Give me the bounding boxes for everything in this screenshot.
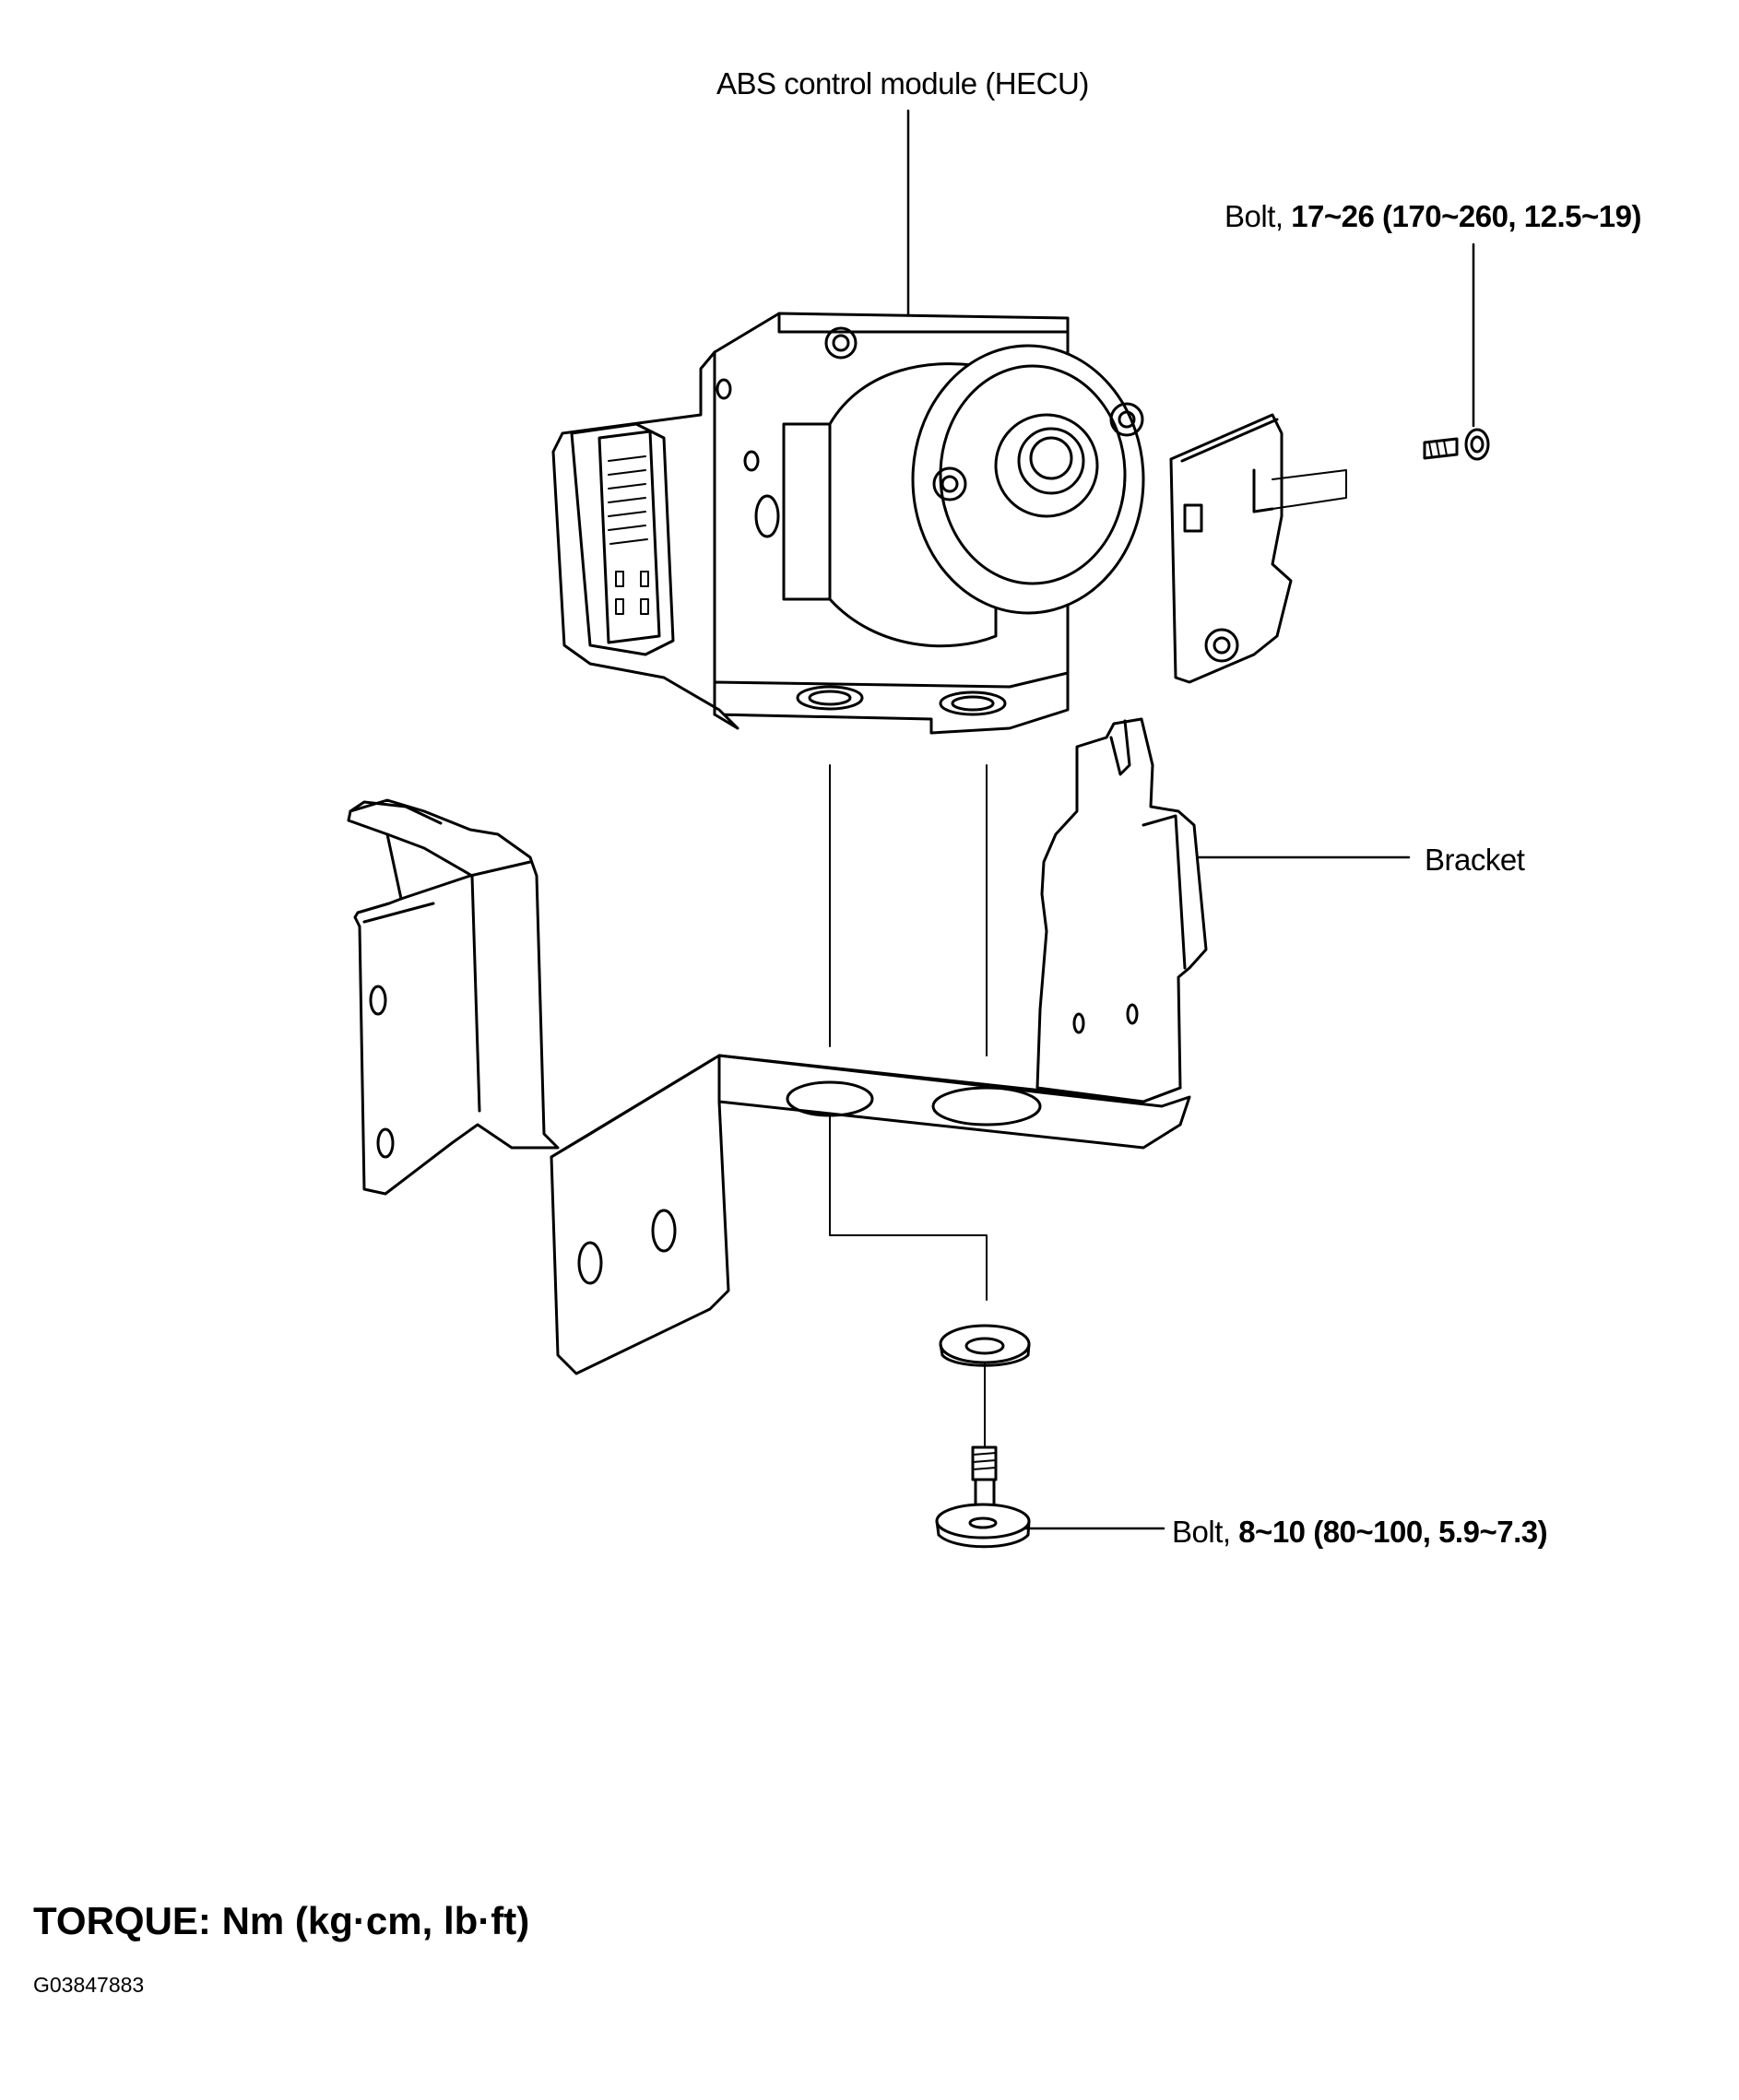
main-bracket-drawing — [349, 719, 1206, 1374]
label-upper-bolt-torque: Bolt, 17~26 (170~260, 12.5~19) — [1224, 199, 1641, 234]
label-lower-bolt-prefix: Bolt, — [1172, 1515, 1239, 1549]
label-lower-bolt-torque: Bolt, 8~10 (80~100, 5.9~7.3) — [1172, 1515, 1548, 1550]
upper-bracket-drawing — [1171, 415, 1488, 682]
abs-control-module-drawing — [553, 313, 1143, 733]
label-bracket: Bracket — [1425, 843, 1525, 877]
label-abs-control-module: ABS control module (HECU) — [716, 66, 1089, 100]
upper-bolt — [1425, 430, 1488, 459]
lower-bolt-drawing — [937, 1447, 1029, 1547]
image-code: G03847883 — [33, 1973, 145, 1997]
label-lower-bolt-spec: 8~10 (80~100, 5.9~7.3) — [1238, 1515, 1548, 1549]
label-upper-bolt-prefix: Bolt, — [1224, 199, 1292, 233]
label-upper-bolt-spec: 17~26 (170~260, 12.5~19) — [1291, 199, 1641, 233]
leader-lines — [908, 111, 1473, 1528]
connector-pins — [609, 456, 648, 614]
washer-drawing — [940, 1326, 1029, 1365]
alignment-lines — [830, 765, 987, 1447]
torque-units-note: TORQUE: Nm (kg·cm, lb·ft) — [33, 1899, 530, 1942]
